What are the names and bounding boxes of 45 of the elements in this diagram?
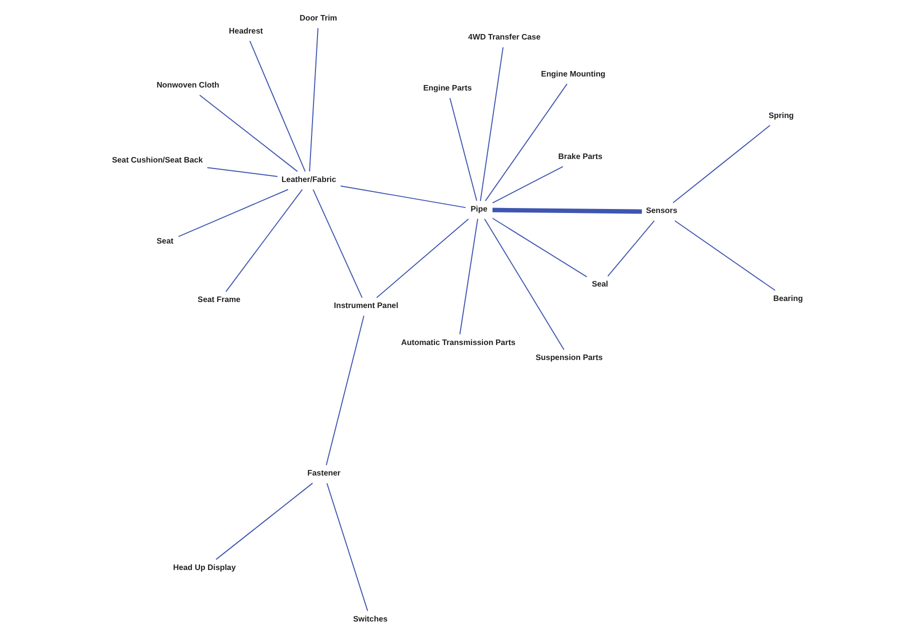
connector [448, 98, 477, 202]
connector [325, 315, 364, 466]
node-text: Headrest [228, 26, 262, 36]
connector [484, 83, 567, 202]
node-text: Fastener [306, 468, 340, 478]
node-text: Seal [591, 280, 608, 289]
connector [198, 94, 298, 172]
connector [308, 28, 318, 172]
node-text: Automatic Transmission Parts [400, 338, 515, 347]
connector [479, 46, 504, 202]
node-text: Leather/Fabric [280, 174, 336, 184]
node-text: Seat Cushion/Seat Back [111, 156, 202, 165]
node-text: Brake Parts [558, 152, 602, 161]
node-text: Engine Mounting [540, 69, 605, 78]
node-text: Head Up Display [172, 562, 236, 572]
connector [326, 482, 368, 612]
connector [206, 167, 278, 177]
node-text: Nonwoven Cloth [156, 80, 219, 90]
connector [340, 185, 466, 208]
node-text: Bearing [772, 294, 802, 303]
node-text: Door Trim [299, 13, 337, 22]
node-text: Switches [352, 614, 388, 624]
node-text: Seat Frame [197, 294, 240, 304]
connector [674, 220, 776, 291]
connector [312, 189, 362, 298]
connector [215, 482, 313, 560]
connector [606, 220, 654, 277]
connector [484, 218, 564, 350]
node-text: Instrument Panel [333, 301, 398, 310]
node-text: Sensors [645, 206, 677, 216]
connector [492, 166, 563, 204]
node-text: Pipe [470, 204, 487, 214]
node-text: Engine Parts [422, 83, 472, 92]
connector [248, 40, 306, 172]
connector [492, 208, 642, 214]
node-text: Suspension Parts [535, 353, 602, 362]
node-text: 4WD Transfer Case [468, 32, 540, 42]
connector [224, 189, 302, 292]
connector [177, 189, 288, 238]
node-text: Seat [156, 236, 173, 246]
connector [458, 218, 478, 335]
connector [492, 218, 587, 278]
node-text: Spring [768, 110, 794, 120]
connector [376, 218, 468, 298]
connector [672, 124, 770, 204]
